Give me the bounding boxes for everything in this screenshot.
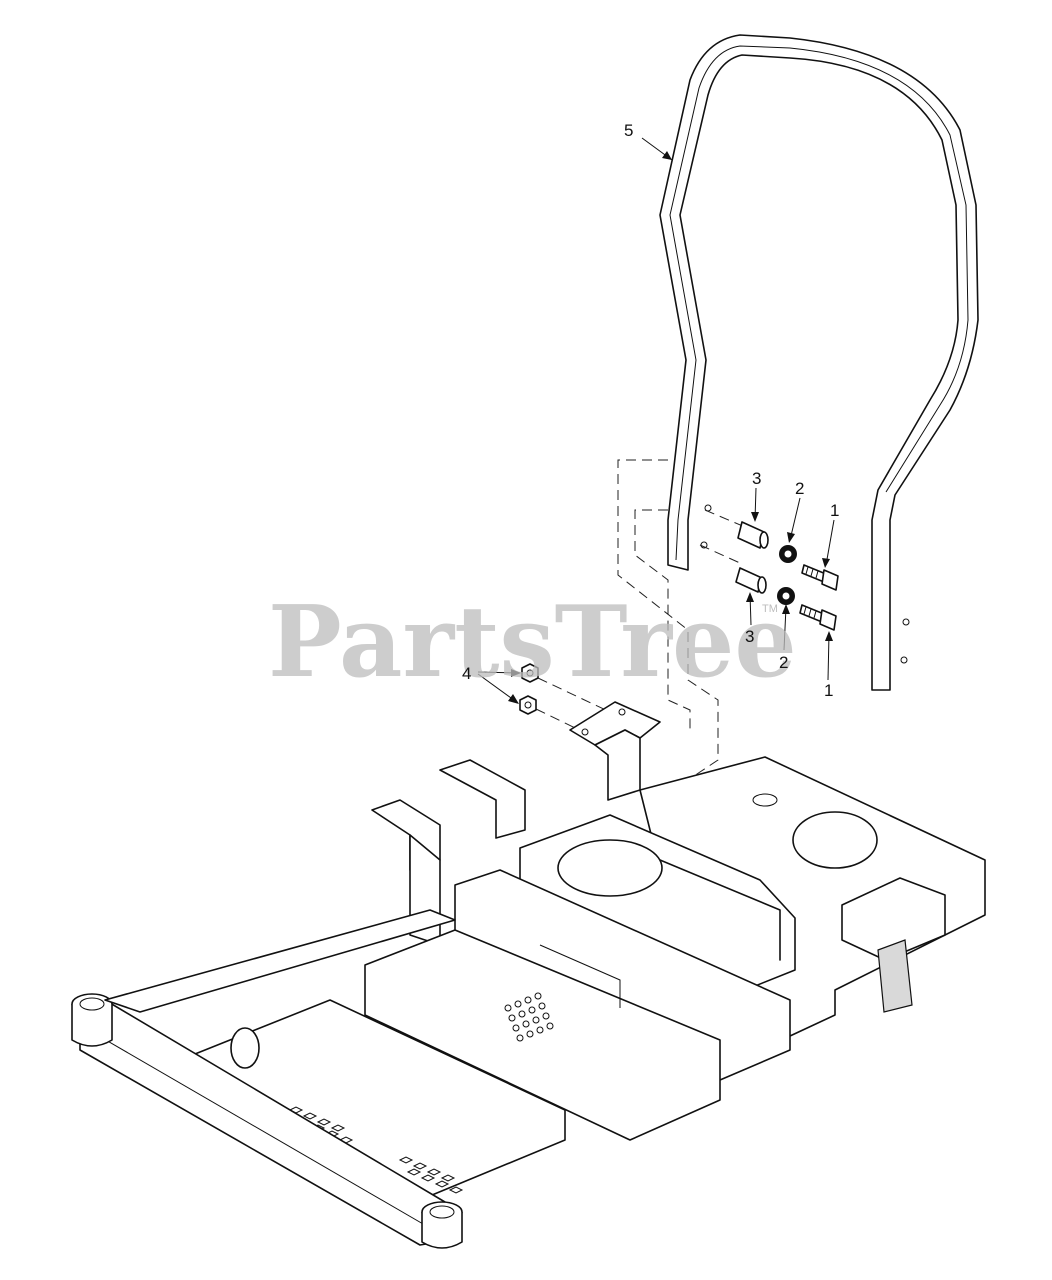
nut-part-4-top[interactable] <box>521 663 539 683</box>
spacer-part-3-top[interactable] <box>737 521 769 549</box>
bolt-part-1-top[interactable] <box>801 564 839 591</box>
washer-part-2-top[interactable] <box>779 545 797 563</box>
mower-frame <box>71 701 986 1249</box>
callout-3-bottom: 3 <box>745 627 754 646</box>
callout-1-bottom: 1 <box>824 681 833 700</box>
washer-part-2-bottom[interactable] <box>777 587 795 605</box>
roll-bar-part-5[interactable] <box>659 34 979 691</box>
partstree-watermark: PartsTree TM <box>268 585 797 700</box>
callout-3-top: 3 <box>752 469 761 488</box>
floor-hole-pattern <box>504 992 554 1042</box>
callout-2-bottom: 2 <box>779 653 788 672</box>
bolt-part-1-bottom[interactable] <box>799 604 837 631</box>
callout-5: 5 <box>624 121 633 140</box>
svg-text:PartsTree: PartsTree <box>268 585 797 700</box>
spacer-part-3-bottom[interactable] <box>735 567 767 594</box>
nut-part-4-bottom[interactable] <box>519 695 537 715</box>
callout-1-top: 1 <box>830 501 839 520</box>
assembly-dashed-lines <box>535 459 746 781</box>
svg-text:TM: TM <box>762 603 778 615</box>
callout-2-top: 2 <box>795 479 804 498</box>
callout-4: 4 <box>462 664 471 683</box>
callout-leaders <box>477 137 835 704</box>
foot-tread-pattern <box>288 1106 464 1194</box>
